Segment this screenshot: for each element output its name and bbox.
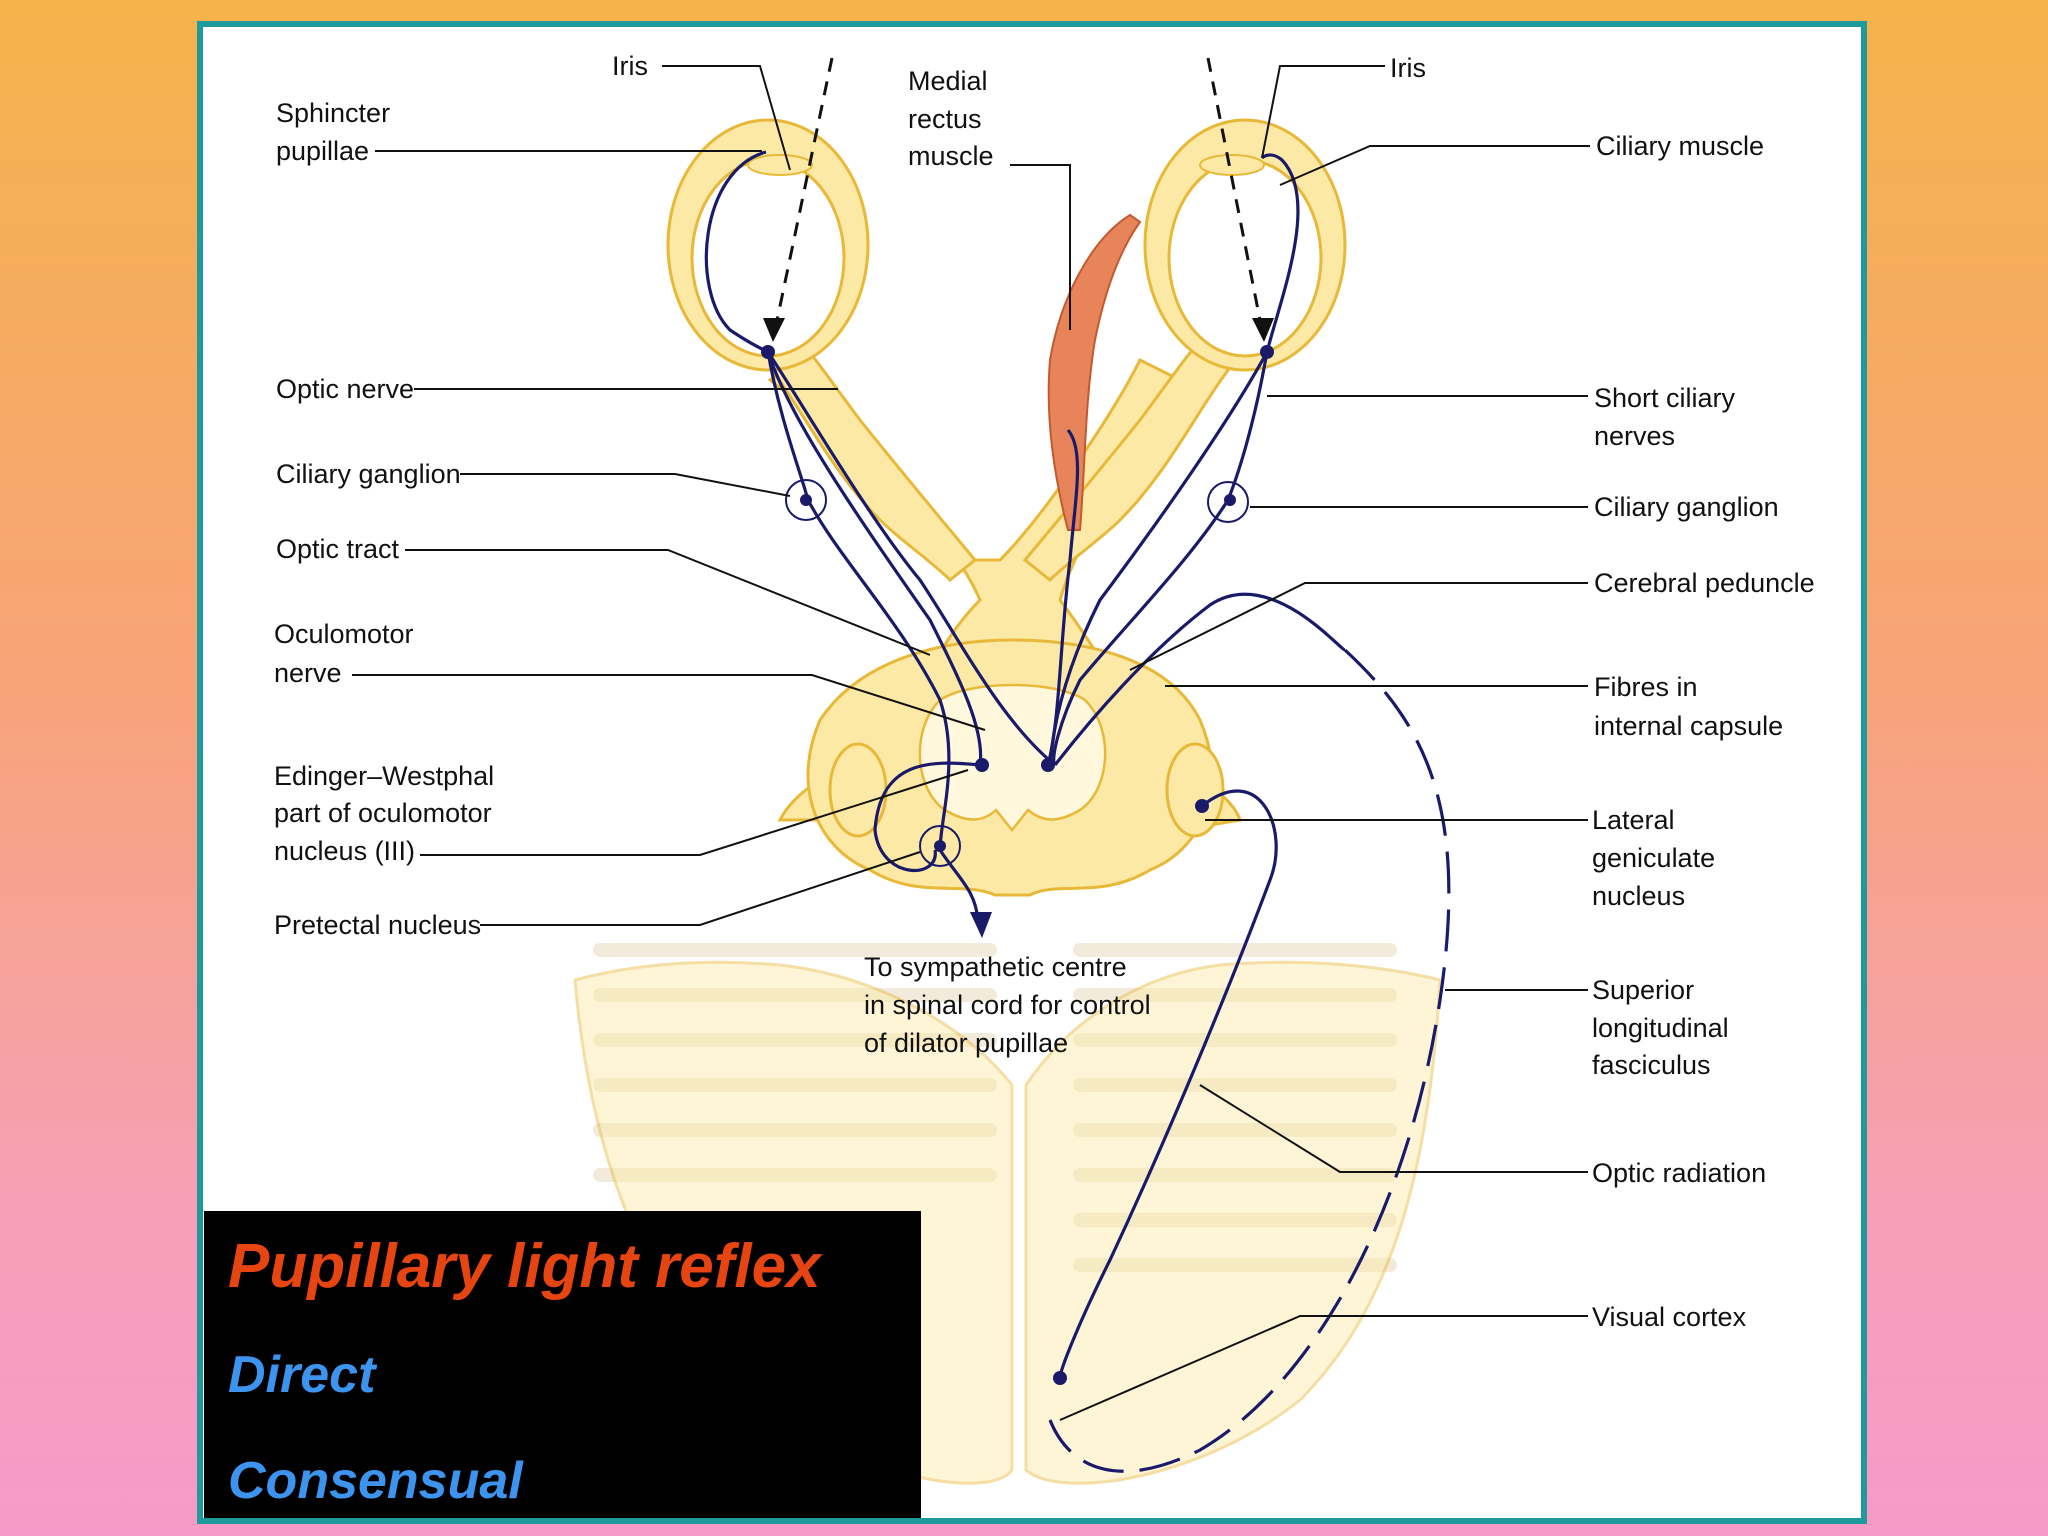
label-optic-tract: Optic tract: [276, 534, 400, 564]
label-edinger-2: part of oculomotor: [274, 798, 492, 828]
neural-pathways: [704, 150, 1451, 1473]
label-oculomotor-2: nerve: [274, 658, 342, 688]
label-edinger-3: nucleus (III): [274, 836, 415, 866]
list-item-direct: Direct: [228, 1346, 376, 1404]
label-sympathetic-3: of dilator pupillae: [864, 1028, 1068, 1058]
leader-lines: [352, 65, 1590, 1421]
label-visual-cortex: Visual cortex: [1592, 1302, 1747, 1332]
label-fibres-2: internal capsule: [1594, 711, 1783, 741]
label-lgn-1: Lateral: [1592, 805, 1675, 835]
label-ciliary-muscle: Ciliary muscle: [1596, 131, 1764, 161]
label-edinger-1: Edinger–Westphal: [274, 761, 494, 791]
label-optic-radiation: Optic radiation: [1592, 1158, 1766, 1188]
lateral-geniculate-body-left: [828, 742, 888, 838]
lateral-geniculate-body-right: [1165, 742, 1225, 838]
label-slf-1: Superior: [1592, 975, 1694, 1005]
ganglia: [761, 345, 1274, 1385]
label-ciliary-ganglion-right: Ciliary ganglion: [1594, 492, 1779, 522]
sympathetic-arrow: [970, 912, 992, 938]
label-fibres-1: Fibres in: [1594, 672, 1698, 702]
label-pretectal: Pretectal nucleus: [274, 910, 481, 940]
label-medial-rectus-2: rectus: [908, 104, 982, 134]
labels: Iris Iris Medial rectus muscle Sphincter…: [274, 51, 1815, 1332]
list-item-consensual: Consensual: [228, 1452, 523, 1510]
left-eyeball: [666, 118, 870, 372]
right-eyeball: [1143, 118, 1347, 372]
midbrain-core: [918, 683, 1107, 833]
label-sphincter-2: pupillae: [276, 136, 369, 166]
medial-rectus-muscle: [1047, 213, 1142, 531]
label-optic-nerve: Optic nerve: [276, 374, 414, 404]
ray-arrow-left: [763, 318, 785, 342]
label-sphincter-1: Sphincter: [276, 98, 390, 128]
label-sympathetic-1: To sympathetic centre: [864, 952, 1127, 982]
label-ciliary-ganglion-left: Ciliary ganglion: [276, 459, 461, 489]
label-sympathetic-2: in spinal cord for control: [864, 990, 1151, 1020]
label-slf-3: fasciculus: [1592, 1050, 1711, 1080]
label-short-ciliary-2: nerves: [1594, 421, 1675, 451]
background-texture: [593, 943, 1397, 1272]
label-oculomotor-1: Oculomotor: [274, 619, 414, 649]
label-iris-right: Iris: [1390, 53, 1426, 83]
label-slf-2: longitudinal: [1592, 1013, 1729, 1043]
label-lgn-3: nucleus: [1592, 881, 1685, 911]
label-iris-left: Iris: [612, 51, 648, 81]
optic-nerve-left-tissue: [741, 328, 978, 583]
right-hemisphere: [1024, 960, 1442, 1485]
ray-arrow-right: [1252, 318, 1274, 342]
label-medial-rectus-3: muscle: [908, 141, 994, 171]
label-medial-rectus-1: Medial: [908, 66, 988, 96]
label-short-ciliary-1: Short ciliary: [1594, 383, 1736, 413]
label-cerebral-peduncle: Cerebral peduncle: [1594, 568, 1815, 598]
title-box: Pupillary light reflex Direct Consensual: [204, 1211, 921, 1518]
slide-title: Pupillary light reflex: [228, 1232, 821, 1301]
label-lgn-2: geniculate: [1592, 843, 1715, 873]
optic-nerve-right-tissue: [1022, 328, 1259, 583]
